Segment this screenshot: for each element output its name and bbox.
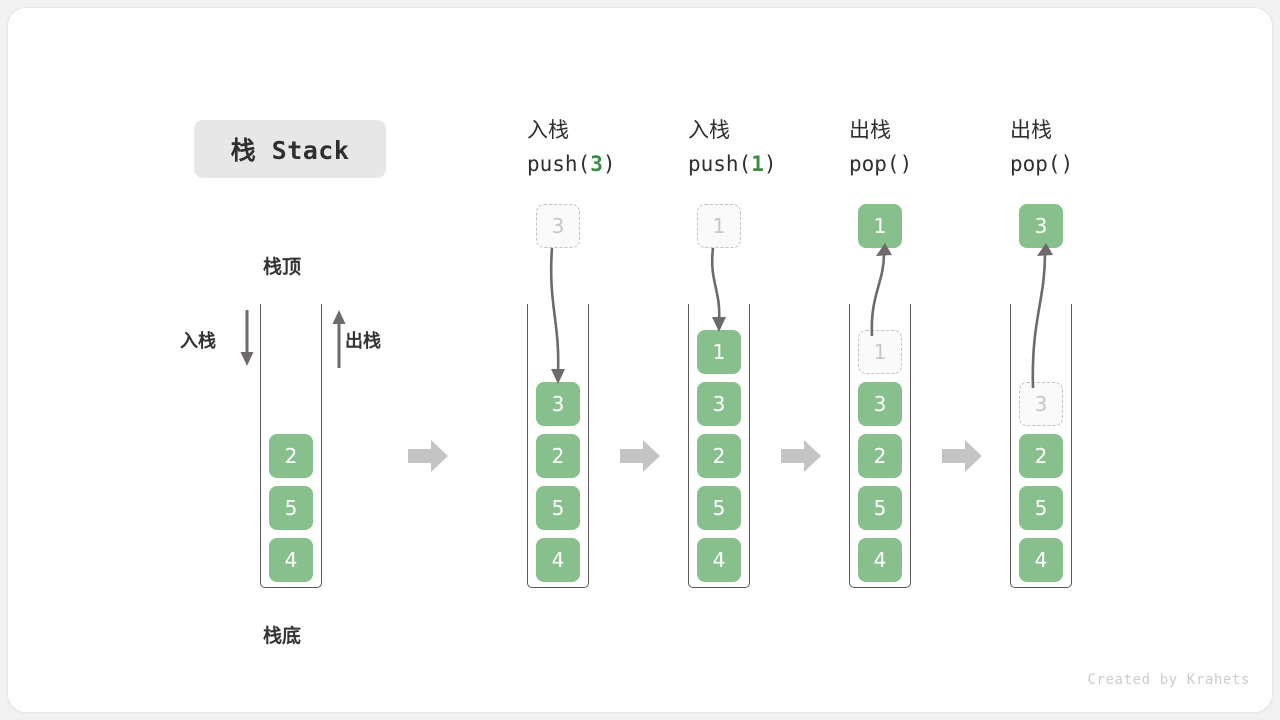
stack-cell: 2 <box>1019 434 1063 478</box>
floating-cell-push-1: 1 <box>697 204 741 248</box>
title-chip-label: 栈 Stack <box>230 136 350 165</box>
stack-cell: 4 <box>697 538 741 582</box>
code-argument: 1 <box>751 152 764 176</box>
step-code-label: push(1) <box>688 147 868 181</box>
stack-bottom-label: 栈底 <box>263 625 302 647</box>
stack-container-pop-3 <box>1010 304 1072 588</box>
step-code-label: pop() <box>1010 147 1190 181</box>
push-side-label: 入栈 <box>180 331 216 352</box>
stack-cell: 5 <box>697 486 741 530</box>
code-prefix: push( <box>688 152 752 176</box>
code-prefix: pop( <box>1010 152 1061 176</box>
flow-arrow-pop-1 <box>828 238 948 498</box>
step-transition-arrow <box>406 436 450 476</box>
code-argument: 3 <box>590 152 603 176</box>
stack-container-push-1 <box>688 304 750 588</box>
flow-arrow-push-3 <box>506 238 626 498</box>
stack-cell: 4 <box>536 538 580 582</box>
step-operation-label: 入栈 <box>688 118 730 142</box>
stack-cell: 4 <box>1019 538 1063 582</box>
floating-cell-pop-1: 1 <box>858 204 902 248</box>
step-operation-label: 出栈 <box>849 118 891 142</box>
stack-cell: 3 <box>697 382 741 426</box>
step-code-label: push(3) <box>527 147 707 181</box>
title-chip: 栈 Stack <box>194 120 386 178</box>
stack-cell: 1 <box>697 330 741 374</box>
step-header-pop-3: 出栈 pop() <box>1010 113 1190 181</box>
code-suffix: ) <box>763 152 777 176</box>
pop-side-label: 出栈 <box>345 331 381 352</box>
stack-cell: 3 <box>858 382 902 426</box>
stack-cell: 5 <box>269 486 313 530</box>
step-transition-arrow <box>618 436 662 476</box>
step-header-push-1: 入栈 push(1) <box>688 113 868 181</box>
step-operation-label: 出栈 <box>1010 118 1052 142</box>
flow-arrow-push-1 <box>667 238 787 498</box>
stack-cell: 2 <box>269 434 313 478</box>
flow-arrow-pop-3 <box>989 238 1109 498</box>
code-prefix: push( <box>527 152 591 176</box>
stack-cell: 5 <box>1019 486 1063 530</box>
step-transition-arrow <box>940 436 984 476</box>
floating-cell-push-3: 3 <box>536 204 580 248</box>
stack-cell: 2 <box>697 434 741 478</box>
code-suffix: ) <box>1060 152 1074 176</box>
code-suffix: ) <box>602 152 616 176</box>
stack-container-pop-1 <box>849 304 911 588</box>
step-transition-arrow <box>779 436 823 476</box>
stack-cell-ghost: 3 <box>1019 382 1063 426</box>
stack-top-label: 栈顶 <box>263 256 302 278</box>
step-header-push-3: 入栈 push(3) <box>527 113 707 181</box>
step-operation-label: 入栈 <box>527 118 569 142</box>
step-header-pop-1: 出栈 pop() <box>849 113 1029 181</box>
stack-cell: 3 <box>536 382 580 426</box>
code-suffix: ) <box>899 152 913 176</box>
stack-cell: 4 <box>858 538 902 582</box>
stack-cell: 5 <box>536 486 580 530</box>
stack-container-push-3 <box>527 304 589 588</box>
pop-direction-arrow <box>328 308 350 370</box>
step-code-label: pop() <box>849 147 1029 181</box>
stack-cell: 2 <box>858 434 902 478</box>
stack-cell-ghost: 1 <box>858 330 902 374</box>
push-direction-arrow <box>236 308 258 370</box>
stack-cell: 5 <box>858 486 902 530</box>
initial-stack-container <box>260 304 322 588</box>
footer-credit: Created by Krahets <box>1087 672 1250 688</box>
floating-cell-pop-3: 3 <box>1019 204 1063 248</box>
code-prefix: pop( <box>849 152 900 176</box>
stack-cell: 2 <box>536 434 580 478</box>
stack-cell: 4 <box>269 538 313 582</box>
